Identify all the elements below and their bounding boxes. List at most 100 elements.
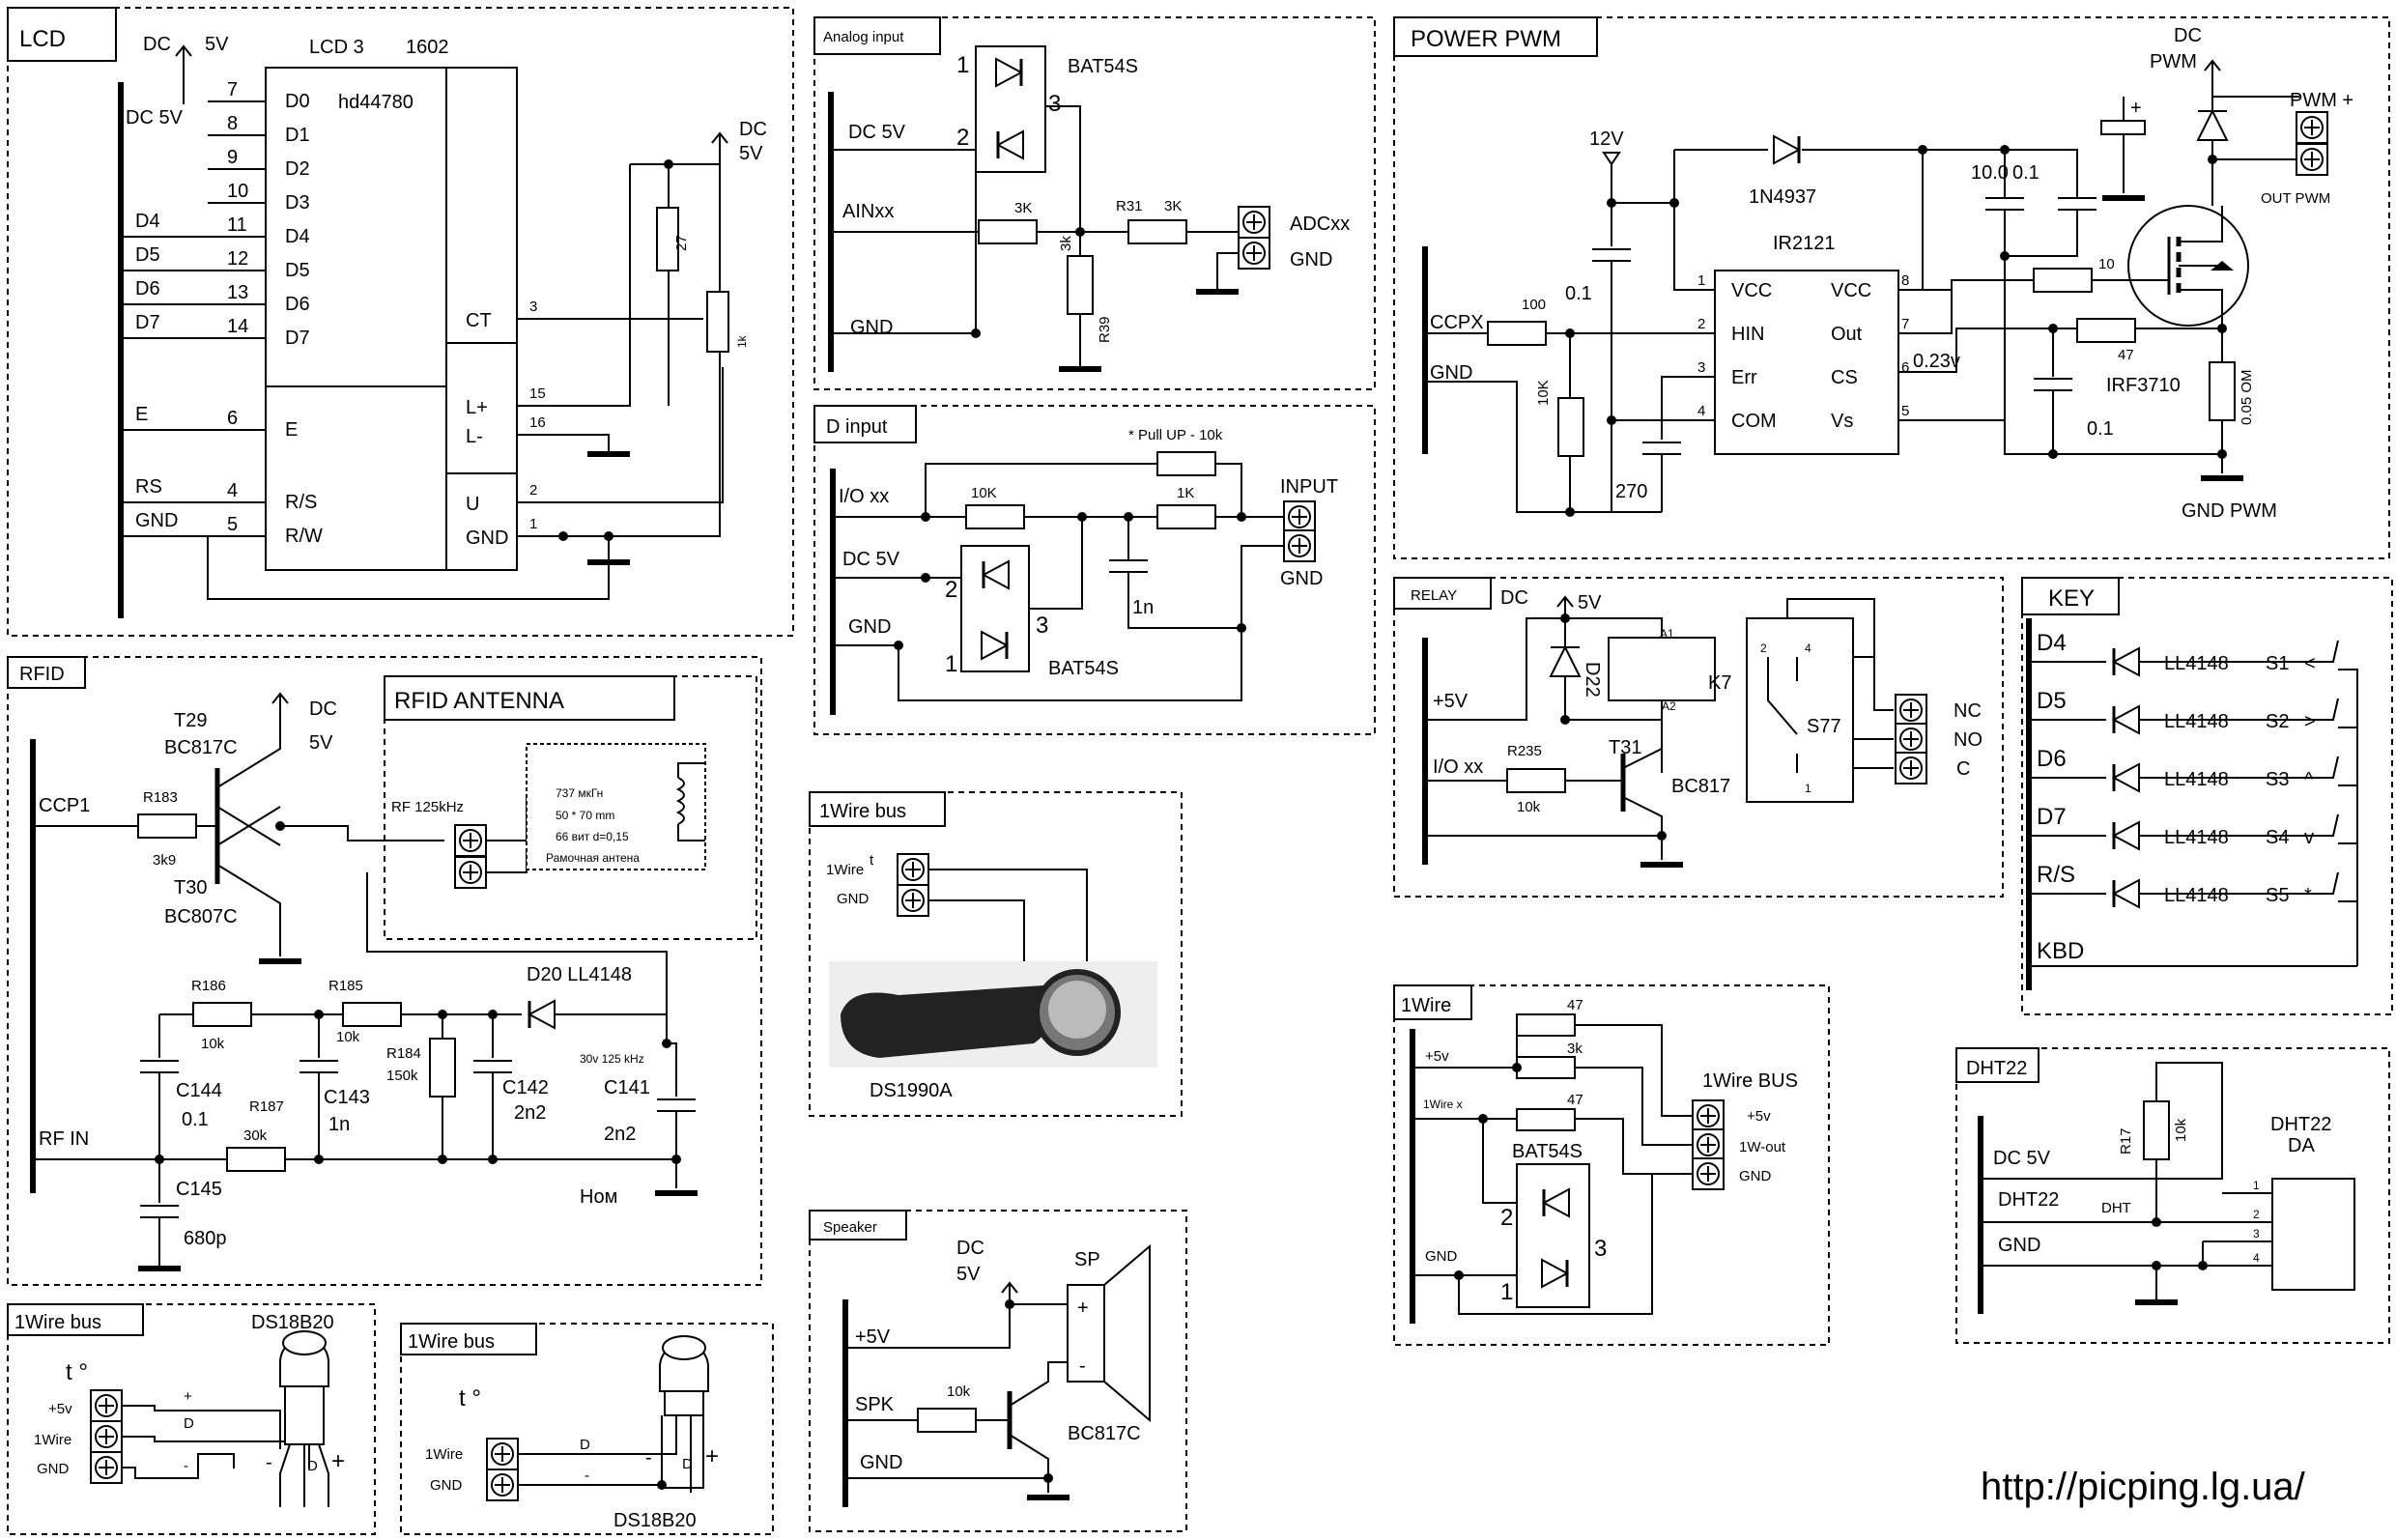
key-symbol: v	[2304, 827, 2314, 848]
ds2-net-gnd: GND	[430, 1477, 463, 1494]
dht-chip-da: DA	[2288, 1135, 2315, 1156]
key-net: KBD	[2037, 938, 2084, 964]
ds2-t: t °	[459, 1385, 481, 1412]
power-net-ccpx: CCPX	[1430, 312, 1484, 333]
rfid-dc: DC	[309, 699, 337, 720]
power-r100: 100	[1522, 297, 1546, 313]
rfid-c142: C142	[502, 1077, 549, 1098]
rfid-t30: T30	[174, 877, 207, 898]
lcd-pot: 1k	[735, 334, 749, 348]
ds1-sensor: DS18B20	[251, 1312, 334, 1333]
rfid-r186: R186	[191, 978, 226, 994]
dht-pin: 4	[2253, 1251, 2260, 1265]
analog-gnd-out: GND	[1290, 249, 1332, 271]
relay-net-5v: +5V	[1433, 691, 1469, 712]
ds2-wire-d: D	[580, 1437, 590, 1453]
power-r10: 10	[2098, 256, 2115, 272]
lcd-r27: 27	[673, 235, 690, 251]
dht-r17: R17	[2118, 1127, 2134, 1155]
relay-a1: A1	[1660, 627, 1674, 641]
speaker-net-spk: SPK	[855, 1394, 895, 1415]
power-cap-plus: +	[2130, 98, 2142, 119]
dinput-net-gnd: GND	[848, 616, 891, 638]
rfid-r183: R183	[143, 789, 178, 806]
relay-net-io: I/O xx	[1433, 756, 1483, 778]
key-switch: S4	[2266, 827, 2289, 848]
ds2-leg-d: D	[682, 1456, 693, 1472]
relay-no: NO	[1954, 729, 1982, 751]
lcd-bus-dc-label: DC 5V	[126, 107, 184, 128]
power-chip-name: IR2121	[1773, 233, 1836, 254]
lcd-left-pins: 7D08D19D210D311D412D513D614D76E4R/S5R/WD…	[121, 79, 323, 547]
rfid-r186v: 10k	[201, 1036, 225, 1052]
ds1-net-gnd: GND	[37, 1461, 70, 1477]
lcd-pin-num: 5	[227, 514, 238, 535]
rfid-rf: RF 125kHz	[391, 799, 464, 815]
ds2-sensor: DS18B20	[613, 1510, 697, 1531]
power-chip-right-pin: 7	[1901, 316, 1909, 332]
relay-a2: A2	[1662, 699, 1676, 713]
relay-pin4: 4	[1805, 642, 1811, 655]
dinput-r1: 10K	[971, 485, 997, 501]
onewire-bus-pin1: 1	[1500, 1279, 1513, 1305]
power-chip-left: VCC	[1731, 280, 1772, 301]
speaker-title: Speaker	[823, 1219, 877, 1236]
dinput-diode: BAT54S	[1048, 658, 1119, 679]
power-chip-right: Out	[1831, 324, 1863, 345]
rfid-ant-l2: 50 * 70 mm	[556, 809, 614, 822]
d-input-module: D input * Pull UP - 10k I/O xx DC 5V GND…	[813, 405, 1376, 735]
rfid-c143v: 1n	[328, 1114, 350, 1135]
lcd-right-pin: 16	[529, 414, 546, 431]
rfid-c144v: 0.1	[182, 1109, 209, 1130]
onewire-bus-out3: GND	[1739, 1168, 1772, 1184]
key-diode: LL4148	[2164, 711, 2229, 732]
onewire-key-net: 1Wire	[826, 862, 864, 878]
lcd-chip	[265, 67, 518, 571]
key-net: D4	[2037, 630, 2067, 656]
rfid-c142v: 2n2	[514, 1102, 546, 1124]
ds1-leg-d: D	[307, 1458, 318, 1474]
power-chip-right: Vs	[1831, 411, 1853, 432]
lcd-pin-num: 13	[227, 282, 248, 303]
power-c1: 0.1	[1565, 283, 1592, 304]
rfid-c141v: 2n2	[604, 1124, 636, 1145]
lcd-inner-pin: D4	[285, 226, 310, 247]
power-pwm-plus: PWM +	[2290, 90, 2353, 111]
relay-t31: T31	[1609, 737, 1641, 758]
power-chip-right: CS	[1831, 367, 1858, 388]
onewire-bus-net-gnd: GND	[1425, 1248, 1458, 1265]
onewire-bus-r1: 47	[1567, 997, 1583, 1013]
key-symbol: ^	[2304, 769, 2314, 790]
dht-chip: DHT22	[2270, 1114, 2331, 1135]
onewire-bus-out1: +5v	[1747, 1108, 1771, 1125]
key-net: D7	[2037, 804, 2067, 830]
dinput-pullup: * Pull UP - 10k	[1128, 427, 1223, 443]
key-net: D5	[2037, 688, 2067, 714]
relay-c: C	[1956, 758, 1970, 780]
ds2-wire-minus: -	[585, 1468, 589, 1484]
lcd-title: LCD	[19, 26, 66, 52]
analog-r31: R31	[1116, 198, 1143, 214]
analog-title: Analog input	[823, 29, 904, 45]
footer-url[interactable]: http://picping.lg.ua/	[1981, 1466, 2306, 1508]
onewire-key-title: 1Wire bus	[819, 801, 906, 822]
rfid-r185: R185	[328, 978, 363, 994]
rfid-t30m: BC807C	[164, 906, 238, 927]
relay-nc: NC	[1954, 700, 1982, 722]
key-symbol: <	[2304, 653, 2316, 674]
lcd-net-label: GND	[135, 510, 178, 531]
dht-net-gnd: GND	[1998, 1235, 2040, 1256]
lcd-net-label: D5	[135, 244, 160, 266]
lcd-pin-num: 6	[227, 408, 238, 429]
relay-module: RELAY DC 5V +5V D22 A1 A2 K7 T31 I/O xx …	[1393, 577, 2004, 898]
power-c2-label: 10.0	[1971, 162, 2009, 184]
dinput-pin2: 2	[945, 577, 957, 603]
power-pwm-module: POWER PWM CCPX GND 12V 0.1 1N4937 IR2121…	[1393, 16, 2390, 559]
lcd-inner-pin: D5	[285, 260, 310, 281]
lcd-net-label: RS	[135, 476, 162, 498]
onewire-bus-diode: BAT54S	[1512, 1141, 1583, 1162]
lcd-pin-num: 11	[227, 214, 247, 236]
relay-s77: S77	[1807, 716, 1841, 737]
